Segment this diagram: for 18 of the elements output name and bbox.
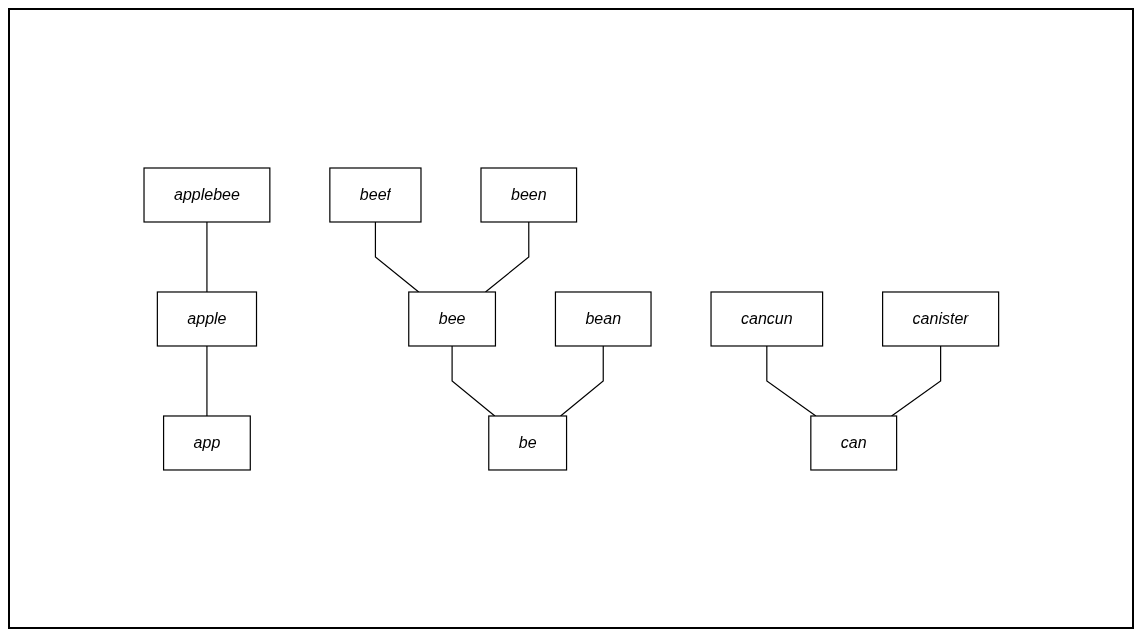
node-box: applebee [143,166,271,223]
node-box: can [809,414,897,471]
node-box: bean [554,290,652,347]
connector [451,344,496,417]
connector [559,344,604,417]
connector [374,220,419,293]
node-box: canister [881,290,999,347]
node-box: cancun [710,290,823,347]
connector [206,220,208,293]
node-box: apple [156,290,257,347]
connector [765,344,817,417]
node-box: been [480,166,577,223]
connector [206,344,208,417]
connector [484,220,530,293]
node-box: app [162,414,251,471]
node-box: bee [407,290,496,347]
node-box: be [487,414,567,471]
connector [890,344,941,417]
